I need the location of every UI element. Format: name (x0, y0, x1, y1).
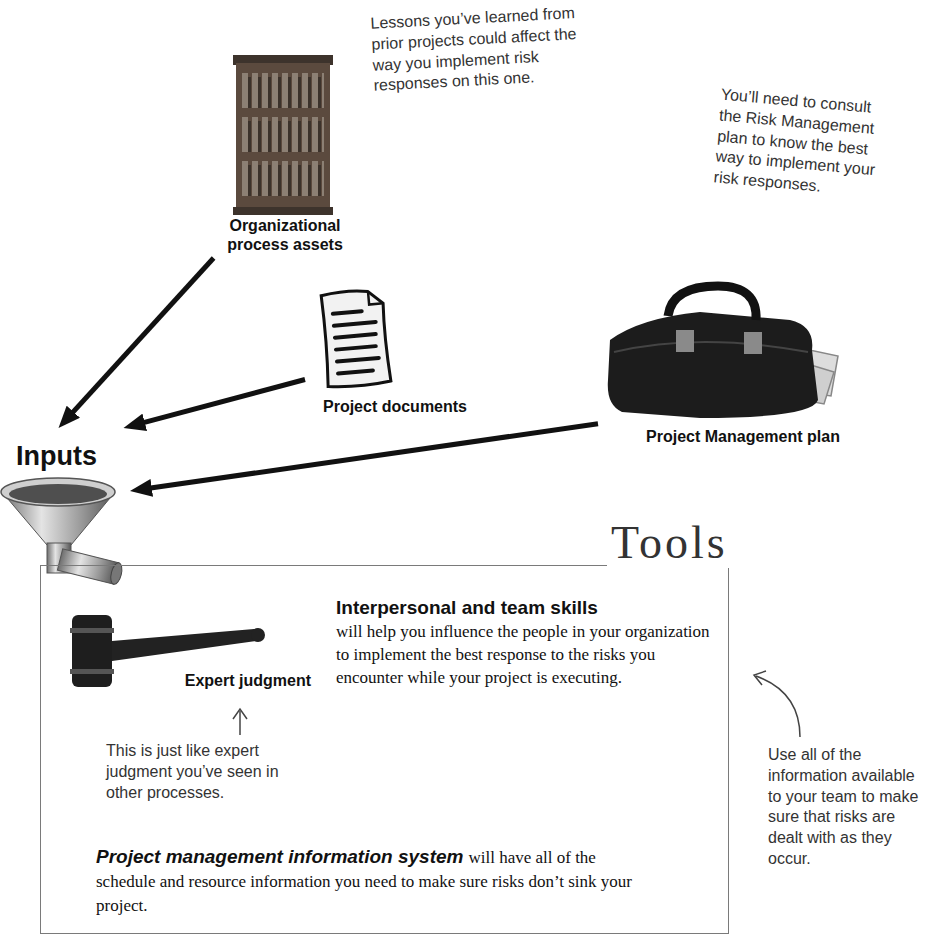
handwritten-note: You’ll need to consult the Risk Manageme… (713, 85, 896, 204)
node-label: Expert judgment (185, 671, 311, 690)
leader-arrow (754, 671, 800, 737)
briefcase-handle (668, 286, 756, 320)
briefcase-buckle (744, 332, 762, 354)
leader-head (754, 671, 766, 685)
text-block: Project management information systemwil… (96, 845, 644, 918)
funnel-spout (57, 549, 123, 586)
gavel-head (72, 615, 112, 687)
spout-tube (57, 549, 119, 584)
leader-line (239, 711, 241, 735)
funnel-mouth (9, 484, 107, 504)
inputs-node: Inputs (0, 428, 130, 568)
box-heading: Tools (607, 518, 732, 568)
shelf-base (233, 207, 333, 215)
gavel-handle (112, 629, 263, 661)
input-arrow (67, 258, 214, 419)
gavel-band (70, 628, 114, 633)
tool-description: will help you influence the people in yo… (336, 620, 721, 689)
handwritten-note: Lessons you’ve learned from prior projec… (370, 2, 594, 97)
node-label: Project Management plan (646, 427, 840, 446)
input-arrow (142, 424, 598, 490)
handwritten-note: Use all of the information available to … (768, 745, 928, 870)
document-page (320, 288, 391, 388)
leader-arrow (233, 709, 247, 735)
document-lines (333, 310, 380, 373)
tool-heading: Interpersonal and team skills (336, 596, 721, 620)
briefcase-flap (614, 342, 808, 352)
tool-heading: Project management information system (96, 846, 463, 867)
leader-line (756, 676, 800, 737)
node-heading: Inputs (0, 440, 97, 472)
icon-node: Project Management plan (598, 275, 888, 450)
node-label: Project documents (323, 397, 467, 416)
bookshelf-icon (233, 55, 333, 215)
briefcase-icon (608, 286, 838, 418)
funnel-icon (1, 478, 124, 585)
node-label: Organizational process assets (215, 216, 355, 254)
shelf-body (236, 63, 330, 211)
document-icon (320, 288, 391, 388)
text-block: Interpersonal and team skillswill help y… (336, 596, 721, 689)
icon-node: Organizational process assets (200, 48, 370, 258)
gavel-knob (251, 628, 265, 642)
shelf-books (242, 70, 324, 196)
funnel-rim (1, 478, 115, 506)
leader-head (233, 709, 247, 719)
briefcase-buckle (676, 330, 694, 352)
document-fold (368, 290, 383, 304)
icon-node: Expert judgment (66, 611, 317, 694)
icon-node: Project documents (305, 285, 485, 420)
gavel-band (70, 669, 114, 674)
input-arrow (135, 380, 305, 425)
handwritten-note: This is just like expert judgment you’ve… (106, 741, 306, 803)
briefcase-body (608, 312, 818, 418)
